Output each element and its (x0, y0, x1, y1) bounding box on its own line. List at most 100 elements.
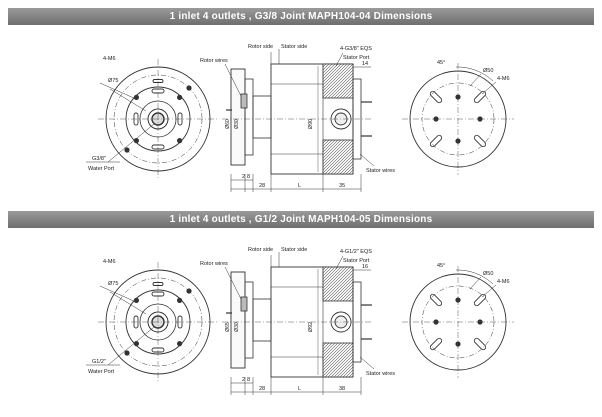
mount-hole (177, 138, 183, 144)
angle-arc (455, 269, 494, 285)
label-port-thread: G3/8" (92, 156, 106, 162)
hatch-line (327, 275, 353, 301)
label-stator-side: Stator side (281, 247, 307, 253)
hatch-line (323, 269, 353, 301)
hatch-line (342, 366, 353, 377)
hatch-line (323, 267, 327, 271)
hatch-line (376, 267, 410, 301)
hatch-line (323, 343, 353, 374)
label-dim-35: 35 (339, 183, 345, 189)
hatch-line (323, 64, 333, 74)
rotor-flange (230, 68, 246, 166)
hatch-line (370, 267, 404, 301)
slot-right (177, 315, 183, 329)
section-1-title-bar: 1 inlet 4 outlets , G3/8 Joint MAPH104-0… (8, 8, 594, 25)
slot-top (151, 291, 165, 297)
hatch-line (385, 64, 419, 98)
leader-dia-right (469, 73, 482, 87)
hatch-line (336, 360, 353, 377)
right-slot-br (473, 337, 487, 351)
leader-holes-right (481, 284, 497, 298)
leader-stator-wires (359, 153, 375, 167)
leader-holes (99, 82, 137, 100)
hatch-lines (323, 140, 353, 174)
hatch-line (379, 267, 413, 301)
label-dia-mid: Ø30 (234, 119, 240, 129)
slot-bottom (151, 144, 165, 150)
rotor-shaft (252, 298, 272, 342)
leader-rotor-wires (224, 63, 242, 97)
stator-end (352, 281, 362, 363)
hatch-line (324, 348, 353, 377)
right-hole (455, 138, 461, 144)
hatch-line (324, 145, 353, 174)
hatch-line (342, 163, 353, 174)
hatch-line (323, 140, 342, 159)
hatch-line (323, 140, 345, 162)
hatch-line (355, 64, 389, 98)
hatch-line (323, 343, 327, 347)
mount-hole (177, 94, 183, 101)
hatch-line (323, 64, 351, 92)
leader-port-callout (335, 255, 344, 270)
hatch-line (323, 66, 353, 98)
label-port-callout: 4-G1/2" EQS (340, 249, 372, 255)
rotor-wire-block (240, 93, 248, 109)
hatch-line (348, 296, 353, 301)
slot-top-outer (152, 79, 164, 83)
hatch-line (382, 64, 416, 98)
hatch-line (342, 87, 353, 98)
mount-hole (124, 147, 130, 153)
leader-port (107, 123, 155, 163)
port-section-bottom (322, 139, 354, 175)
slot-top-outer (152, 282, 164, 286)
right-slot-tl (429, 90, 443, 104)
right-hole (455, 341, 461, 347)
hatch-line (323, 64, 353, 95)
hatch-line (333, 281, 353, 301)
right-hole (433, 116, 439, 122)
hatch-line (333, 357, 353, 377)
leader-holes (99, 285, 137, 303)
hatch-line (323, 267, 336, 280)
label-dim-2: 2 (242, 174, 245, 180)
hatch-outline (322, 266, 354, 302)
hatch-line (370, 64, 404, 98)
hatch-line (323, 267, 333, 277)
label-holes-right: 4-M6 (497, 76, 510, 82)
right-hole (433, 319, 439, 325)
hatch-line (339, 287, 353, 301)
hatch-lines (323, 267, 413, 301)
hatch-line (358, 267, 392, 301)
hatch-line (323, 267, 348, 292)
label-stator-port: Stator Port (343, 258, 370, 264)
label-dia-right: Ø50 (483, 68, 493, 74)
hatch-line (323, 64, 339, 80)
label-water-port: Water Port (88, 166, 115, 172)
label-dia-right: Ø50 (483, 271, 493, 277)
label-stator-wires: Stator wires (366, 371, 395, 377)
hatch-line (323, 140, 348, 165)
hatch-line (323, 64, 345, 86)
label-stator-wires: Stator wires (366, 168, 395, 174)
leader-rotor-wires (224, 266, 242, 300)
hatch-line (323, 140, 330, 147)
hatch-line (339, 363, 353, 377)
hatch-line (323, 140, 353, 171)
hatch-line (336, 284, 353, 301)
hatch-line (324, 272, 353, 301)
label-dim-top: 14 (362, 61, 368, 67)
hatch-line (323, 343, 351, 371)
hatch-line (358, 64, 392, 98)
hatch-line (323, 140, 351, 168)
slot-right (177, 112, 183, 126)
hatch-line (330, 151, 353, 174)
rotor-shaft (252, 95, 272, 139)
hatch-lines (323, 64, 419, 98)
